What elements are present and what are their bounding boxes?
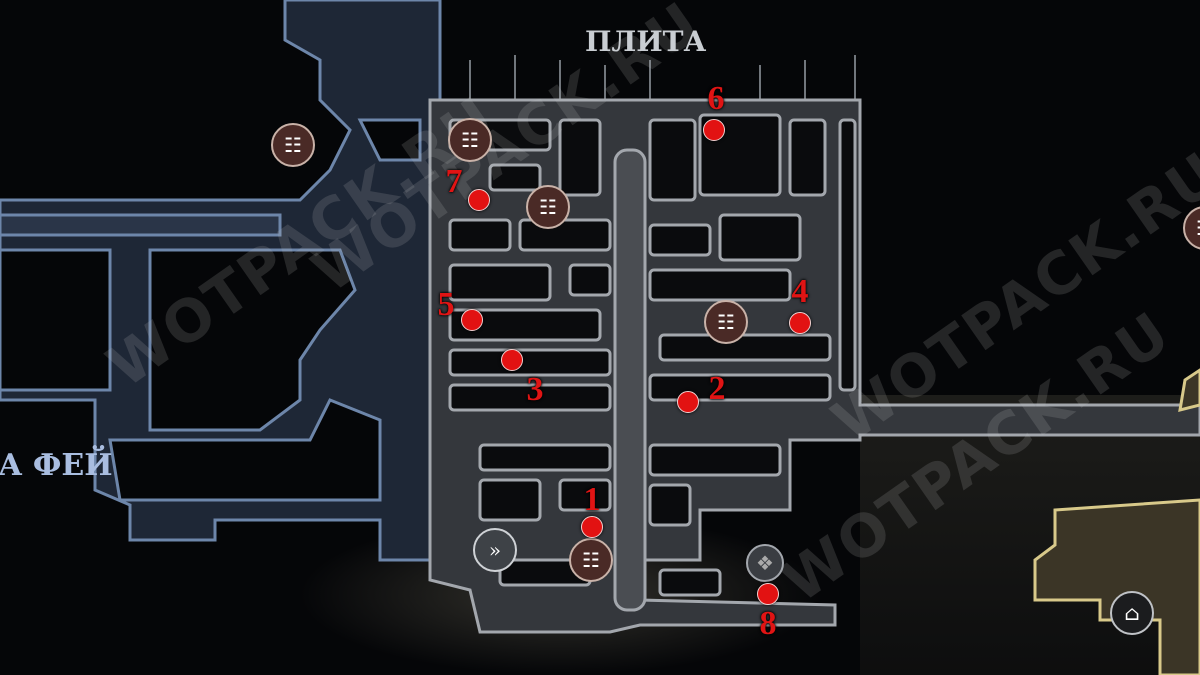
marker-dot-5[interactable] xyxy=(461,309,483,331)
marker-label-8: 8 xyxy=(759,605,777,642)
gold-region xyxy=(1033,368,1200,675)
side-area-label: А ФЕЙ xyxy=(0,448,113,483)
marker-dot-3[interactable] xyxy=(501,349,523,371)
marker-label-7: 7 xyxy=(445,163,463,200)
bench-icon[interactable]: ☷ xyxy=(569,538,613,582)
marker-label-5: 5 xyxy=(437,286,455,323)
marker-dot-7[interactable] xyxy=(468,189,490,211)
marker-dot-1[interactable] xyxy=(581,516,603,538)
bench-icon[interactable]: ☷ xyxy=(526,185,570,229)
marker-dot-8[interactable] xyxy=(757,583,779,605)
explored-region-walls xyxy=(448,113,857,597)
fast-travel-icon[interactable]: » xyxy=(473,528,517,572)
slab-bars xyxy=(469,55,856,100)
bench-icon[interactable]: ☷ xyxy=(271,123,315,167)
marker-dot-2[interactable] xyxy=(677,391,699,413)
bench-icon[interactable]: ☷ xyxy=(704,300,748,344)
gate-icon[interactable]: ⌂ xyxy=(1110,591,1154,635)
marker-label-1: 1 xyxy=(583,481,601,518)
marker-label-3: 3 xyxy=(526,371,544,408)
marker-label-2: 2 xyxy=(708,370,726,407)
emblem-icon: ❖ xyxy=(746,544,784,582)
blue-region-walls xyxy=(0,118,422,502)
bench-icon[interactable]: ☷ xyxy=(448,118,492,162)
marker-dot-4[interactable] xyxy=(789,312,811,334)
marker-label-6: 6 xyxy=(707,80,725,117)
marker-label-4: 4 xyxy=(791,273,809,310)
marker-dot-6[interactable] xyxy=(703,119,725,141)
central-shaft xyxy=(613,148,647,612)
area-title: ПЛИТА xyxy=(585,25,707,58)
